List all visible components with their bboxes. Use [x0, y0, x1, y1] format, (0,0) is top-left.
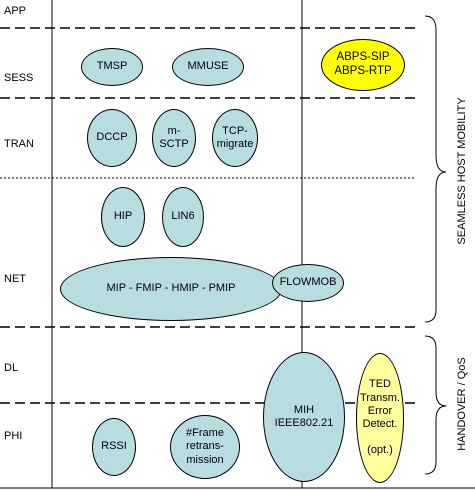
node-lin6: LIN6 [162, 187, 204, 247]
node-ted: TED Transm. Error Detect. (opt.) [356, 353, 404, 483]
node-m-sctp: m- SCTP [152, 109, 196, 167]
node-mmuse: MMUSE [172, 48, 244, 86]
layer-label-phi: PHI [4, 430, 23, 442]
node-dccp: DCCP [87, 109, 137, 167]
node-tcp-migrate: TCP- migrate [212, 109, 258, 167]
label-handover-qos: HANDOVER / QoS [456, 357, 468, 451]
layer-label-app: APP [4, 5, 27, 17]
brace-seamless-host-mobility [424, 15, 447, 323]
node-rssi: RSSI [92, 418, 136, 476]
label-seamless-host-mobility: SEAMLESS HOST MOBILITY [456, 97, 468, 245]
node-hip: HIP [101, 187, 145, 247]
node-abps: ABPS-SIP ABPS-RTP [321, 39, 405, 91]
node-mip-fmip-hmip-pmip: MIP - FMIP - HMIP - PMIP [60, 257, 282, 321]
node-frame-retransmission: #Frame retrans- mission [170, 415, 240, 479]
node-flowmob: FLOWMOB [272, 264, 344, 302]
node-mih: MIH IEEE802.21 [263, 352, 345, 482]
brace-handover-qos [424, 335, 447, 475]
layer-label-net: NET [4, 273, 26, 285]
layer-label-dl: DL [4, 362, 19, 374]
layer-label-tran: TRAN [4, 138, 34, 150]
layer-label-sess: SESS [4, 72, 34, 84]
node-tmsp: TMSP [81, 48, 143, 86]
